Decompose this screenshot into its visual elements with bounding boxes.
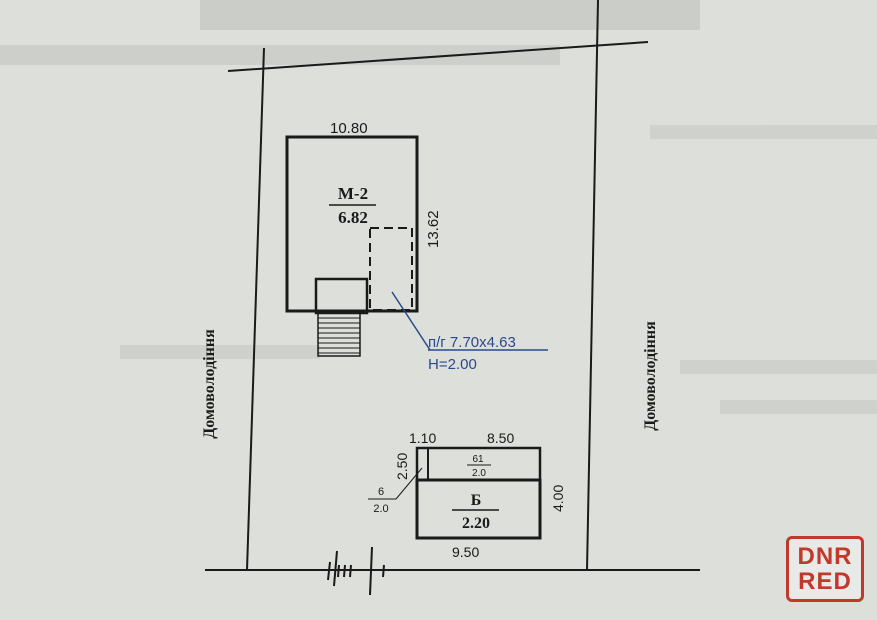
porch-outline	[314, 277, 369, 315]
paper-background	[0, 0, 877, 414]
strip-fraction-top: 61	[472, 454, 484, 465]
cellar-outline	[369, 227, 413, 311]
outbuilding-name: Б	[471, 492, 482, 509]
side-fraction-top: 6	[378, 486, 384, 498]
main-house-outline	[285, 135, 419, 313]
left-neighbor-label: Домоволодіння	[201, 329, 218, 439]
outbuilding-right-label: 4.00	[550, 485, 566, 512]
main-house-area: 6.82	[338, 208, 368, 227]
boundary-left	[246, 47, 265, 571]
outbuilding-outline	[415, 478, 542, 540]
boundary-top	[227, 41, 649, 72]
cellar-note-size: п/г 7.70х4.63	[428, 334, 516, 351]
side-fraction-leader	[395, 467, 423, 500]
outbuilding-top-large-label: 8.50	[487, 430, 514, 446]
watermark-line-2: RED	[798, 568, 852, 595]
boundary-right	[586, 0, 599, 571]
outbuilding-area: 2.20	[462, 515, 490, 532]
cellar-note-height: Н=2.00	[428, 356, 477, 373]
main-house-depth-label: 13.62	[425, 210, 442, 248]
outbuilding-left-label: 2.50	[394, 453, 410, 480]
gate-marks	[327, 546, 385, 596]
watermark-logo: DNR RED	[786, 536, 864, 602]
porch-stairs	[317, 312, 361, 357]
outbuilding-top-small-label: 1.10	[409, 430, 436, 446]
main-house-name: М-2	[338, 184, 368, 203]
right-neighbor-label: Домоволодіння	[642, 321, 659, 431]
side-fraction-bottom: 2.0	[373, 503, 388, 515]
strip-fraction-bottom: 2.0	[472, 468, 486, 479]
outbuilding-bottom-label: 9.50	[452, 544, 479, 560]
watermark-line-1: DNR	[797, 543, 853, 570]
cellar-leader-line	[391, 291, 431, 351]
main-house-width-label: 10.80	[330, 120, 368, 137]
